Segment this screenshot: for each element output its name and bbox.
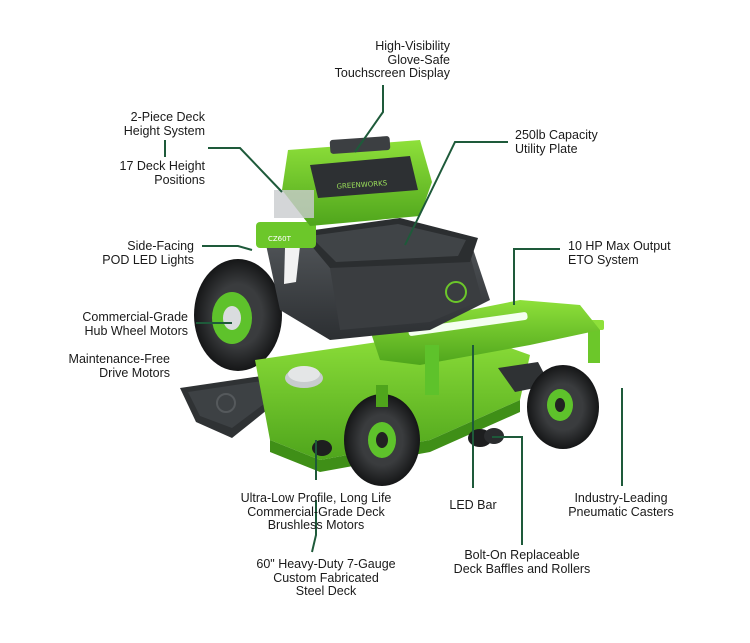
leader-pod-lights xyxy=(202,245,253,251)
callout-display: High-Visibility Glove-Safe Touchscreen D… xyxy=(334,39,450,80)
front-caster-left xyxy=(344,385,420,486)
front-frame xyxy=(370,300,600,395)
callout-deck-height-system: 2-Piece Deck Height System xyxy=(123,110,205,138)
seat-badge-text: CZ60T xyxy=(268,235,292,243)
leader-lines xyxy=(164,85,623,553)
callout-brushless: Ultra-Low Profile, Long Life Commercial-… xyxy=(240,491,392,532)
leader-eto xyxy=(513,248,560,305)
mower-deck xyxy=(255,330,550,472)
console-brand-text: GREENWORKS xyxy=(336,179,388,191)
leader-steel-deck xyxy=(311,500,317,553)
foot-plate xyxy=(180,375,282,438)
callout-casters: Industry-Leading Pneumatic Casters xyxy=(568,491,674,519)
callout-drive-motors: Maintenance-Free Drive Motors xyxy=(68,352,170,380)
callout-led-bar: LED Bar xyxy=(449,498,497,512)
leader-baffles xyxy=(492,436,523,545)
callout-eto: 10 HP Max Output ETO System xyxy=(568,239,671,267)
control-console: GREENWORKS xyxy=(274,136,432,226)
callout-steel-deck: 60" Heavy-Duty 7-Gauge Custom Fabricated… xyxy=(256,557,396,598)
leader-display xyxy=(354,85,384,153)
utility-plate xyxy=(256,218,478,268)
leader-utility-plate xyxy=(404,141,508,246)
leader-deck-height xyxy=(208,147,283,193)
rear-wheel xyxy=(194,259,282,371)
callout-utility-plate: 250lb Capacity Utility Plate xyxy=(515,128,598,156)
callout-baffles: Bolt-On Replaceable Deck Baffles and Rol… xyxy=(453,548,591,576)
callout-pod-lights: Side-Facing POD LED Lights xyxy=(102,239,194,267)
callout-hub-motors: Commercial-Grade Hub Wheel Motors xyxy=(82,310,188,338)
callout-deck-positions: 17 Deck Height Positions xyxy=(119,159,205,187)
